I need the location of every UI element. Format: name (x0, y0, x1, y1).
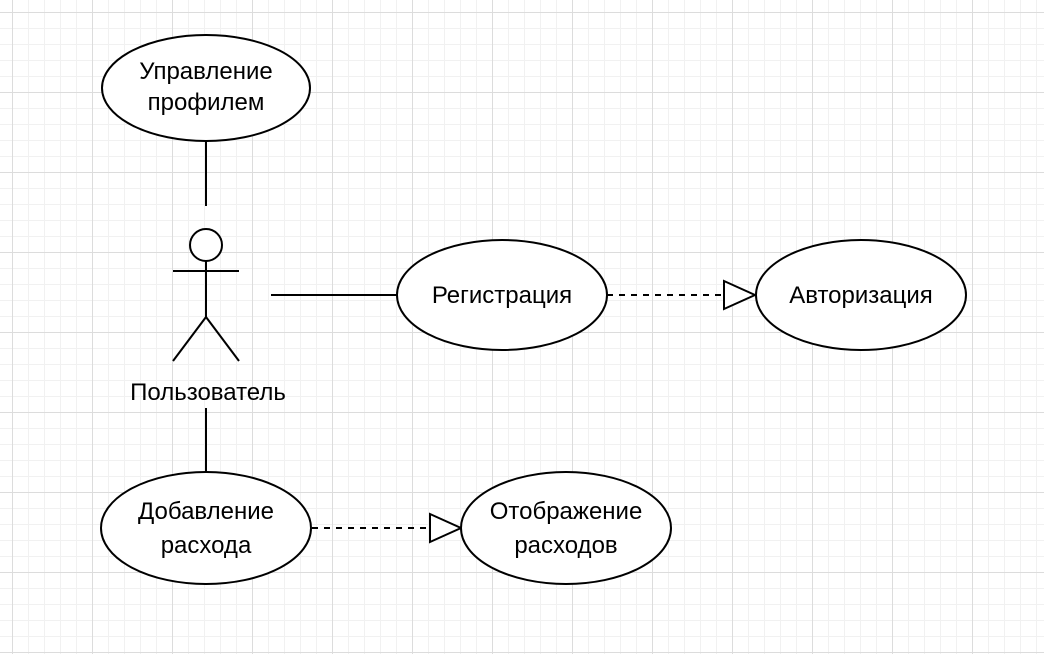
actor-head (189, 228, 223, 262)
use-case-registration[interactable]: Регистрация (396, 239, 608, 351)
use-case-label-line-2: расхода (161, 532, 252, 559)
hollow-triangle-arrowhead (723, 279, 758, 311)
use-case-add-expense[interactable]: Добавление расхода (100, 471, 312, 585)
use-case-ellipse (396, 239, 608, 351)
use-case-label: Регистрация (432, 282, 572, 309)
use-case-profile-management[interactable]: Управление профилем (101, 34, 311, 142)
use-case-label-line-2: расходов (514, 532, 617, 559)
use-case-label-line-1: Добавление (138, 498, 274, 525)
use-case-ellipse (460, 471, 672, 585)
use-case-ellipse (755, 239, 967, 351)
use-case-authorization[interactable]: Авторизация (755, 239, 967, 351)
use-case-ellipse (101, 34, 311, 142)
hollow-triangle-arrowhead (429, 512, 464, 544)
use-case-label: Авторизация (789, 282, 933, 309)
actor-left-leg (172, 316, 207, 362)
use-case-ellipse (100, 471, 312, 585)
use-case-label-line-2: профилем (148, 89, 265, 116)
actor-label: Пользователь (130, 379, 286, 406)
use-case-show-expenses[interactable]: Отображение расходов (460, 471, 672, 585)
actor-figure[interactable] (172, 228, 240, 362)
actor-right-leg (205, 316, 240, 362)
use-case-label-line-1: Отображение (490, 498, 643, 525)
use-case-label-line-1: Управление (139, 58, 272, 85)
